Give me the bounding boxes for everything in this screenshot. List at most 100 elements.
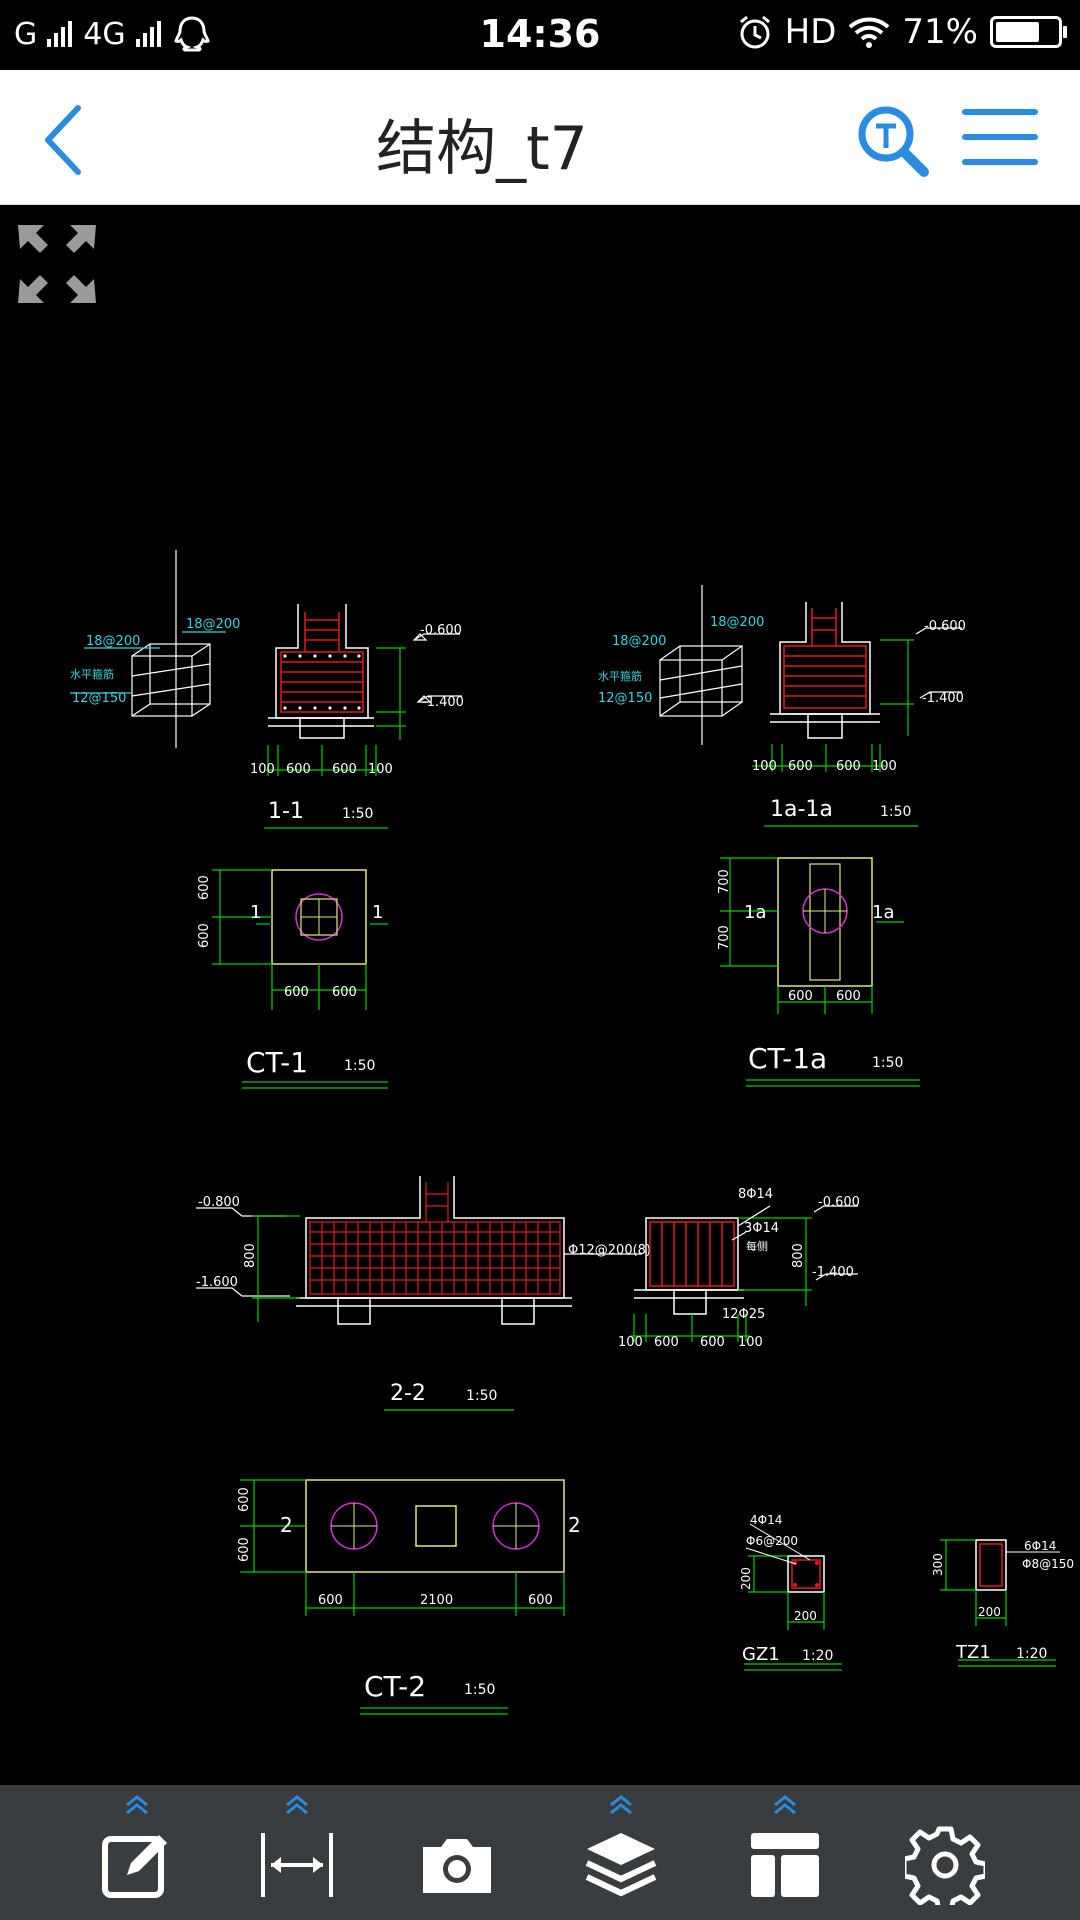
expand-up-icon[interactable] [284,1795,310,1815]
beam-dim-100: 100 [618,1335,643,1350]
status-right: HD 71% [737,12,1067,52]
label-18-200-b: 18@200 [186,617,240,632]
label-horiz-rebar: 水平箍筋 [70,667,114,681]
layout-icon [751,1833,819,1897]
cad-drawing: 18@200 18@200 水平箍筋 12@150 -0.600 -1.400 … [70,550,1074,1715]
ct1-title: CT-1 [246,1046,308,1079]
label-1a-18-200: 18@200 [612,634,666,649]
gz1-dim-200b: 200 [794,1609,817,1623]
network-label: 4G [83,16,126,52]
status-left: G 4G [14,14,212,54]
section-1-1-scale: 1:50 [342,806,373,822]
ct1a-scale: 1:50 [872,1055,903,1071]
layout-button[interactable] [730,1785,840,1920]
battery-percent: 71% [902,12,978,52]
measure-button[interactable] [242,1785,352,1920]
ct1a-mark-right: 1a [872,902,894,923]
ct1a-dim-600b: 600 [836,989,861,1004]
back-button[interactable] [38,100,98,180]
beam-dim-600b: 600 [700,1335,725,1350]
el-1400: -1.400 [422,695,464,710]
battery-icon [990,16,1067,48]
hd-label: HD [784,12,837,52]
title-bar: 结构_t7 [0,70,1080,205]
ct1a-dim-600a: 600 [788,989,813,1004]
dim-1a-600b: 600 [836,759,861,774]
ct2-dim-600a: 600 [237,1487,252,1512]
dim-600a: 600 [286,762,311,777]
section-1-1-title: 1-1 [268,799,304,824]
el-1600: -1.600 [196,1275,238,1290]
el-beam-1400: -1.400 [812,1265,854,1280]
ct2-mark-left: 2 [280,1513,293,1537]
edit-icon [102,1835,167,1898]
text-search-icon[interactable] [852,100,932,180]
ct2-dim-600c: 600 [318,1593,343,1608]
dim-600b: 600 [332,762,357,777]
label-1a-12-150: 12@150 [598,691,652,706]
beam-dim-800: 800 [791,1243,806,1268]
section-1-1: 18@200 18@200 水平箍筋 12@150 -0.600 -1.400 … [70,550,464,829]
camera-button[interactable] [402,1785,512,1920]
el-0600: -0.600 [420,623,462,638]
section-1a-scale: 1:50 [880,804,911,820]
status-time: 14:36 [479,12,601,56]
ct2-scale: 1:50 [464,1682,495,1698]
settings-button[interactable] [890,1785,1000,1920]
label-18-200: 18@200 [86,634,140,649]
dim-1a-100b: 100 [872,759,897,774]
ct1a-dim-700a: 700 [717,869,732,894]
section-2-2-scale: 1:50 [466,1388,497,1404]
gz1-dim-200a: 200 [739,1567,753,1590]
s22-dim-800: 800 [243,1243,258,1268]
expand-up-icon[interactable] [124,1795,150,1815]
ct1-dim-600c: 600 [284,985,309,1000]
plan-ct-1a: 700 700 600 600 1a 1a CT-1a 1:50 [717,857,920,1087]
dim-1a-100: 100 [752,759,777,774]
signal-icon-2 [135,21,162,47]
measure-icon [261,1833,333,1897]
ct1-dim-600d: 600 [332,985,357,1000]
plan-ct-1: 600 600 600 600 1 1 CT-1 1:50 [197,869,388,1089]
tz1-dim-200: 200 [978,1605,1001,1619]
section-2-2-title: 2-2 [390,1381,426,1406]
menu-icon[interactable] [960,102,1040,172]
qq-icon [173,16,210,52]
page-title: 结构_t7 [376,114,588,184]
status-bar: G 4G 14:36 HD 71% [0,0,1080,70]
r-side: 每侧 [746,1239,768,1253]
tz1-scale: 1:20 [1016,1646,1047,1662]
column-gz1: 4Φ14 Φ6@200 200 200 GZ1 1:20 [739,1513,842,1671]
ct1-dim-600b: 600 [197,923,212,948]
expand-up-icon[interactable] [608,1795,634,1815]
r-phi12: Φ12@200(8) [568,1243,651,1258]
section-2-2: -0.800 -1.600 800 Φ12@200(8) 2-2 1:50 [196,1176,651,1411]
ct2-dim-600d: 600 [528,1593,553,1608]
ct1-scale: 1:50 [344,1058,375,1074]
ct2-dim-600b: 600 [237,1537,252,1562]
bottom-toolbar [0,1785,1080,1920]
alarm-icon [739,15,770,49]
layers-button[interactable] [566,1785,676,1920]
dim-1a-600: 600 [788,759,813,774]
r-phi8: Φ8@150 [1022,1557,1074,1571]
ct1a-mark-left: 1a [744,902,766,923]
beam-dim-100b: 100 [738,1335,763,1350]
ct1a-dim-700b: 700 [717,925,732,950]
el-1a-0600: -0.600 [924,619,966,634]
fullscreen-icon[interactable] [16,223,98,305]
r-4phi14: 4Φ14 [750,1513,782,1527]
column-tz1: 6Φ14 Φ8@150 300 200 TZ1 1:20 [931,1539,1074,1667]
signal-icon [47,21,73,47]
drawing-canvas[interactable]: 18@200 18@200 水平箍筋 12@150 -0.600 -1.400 … [0,205,1080,1785]
dim-100b: 100 [368,762,393,777]
ct1-dim-600a: 600 [197,875,212,900]
r-12phi25: 12Φ25 [722,1307,765,1322]
beam-section: 8Φ14 3Φ14 每侧 12Φ25 -0.600 -1.400 800 100… [618,1187,860,1350]
expand-up-icon[interactable] [772,1795,798,1815]
ct2-title: CT-2 [364,1670,426,1703]
edit-button[interactable] [82,1785,192,1920]
r-phi6: Φ6@200 [746,1534,798,1548]
section-1a-title: 1a-1a [770,797,833,822]
label-1a-18-200-b: 18@200 [710,615,764,630]
